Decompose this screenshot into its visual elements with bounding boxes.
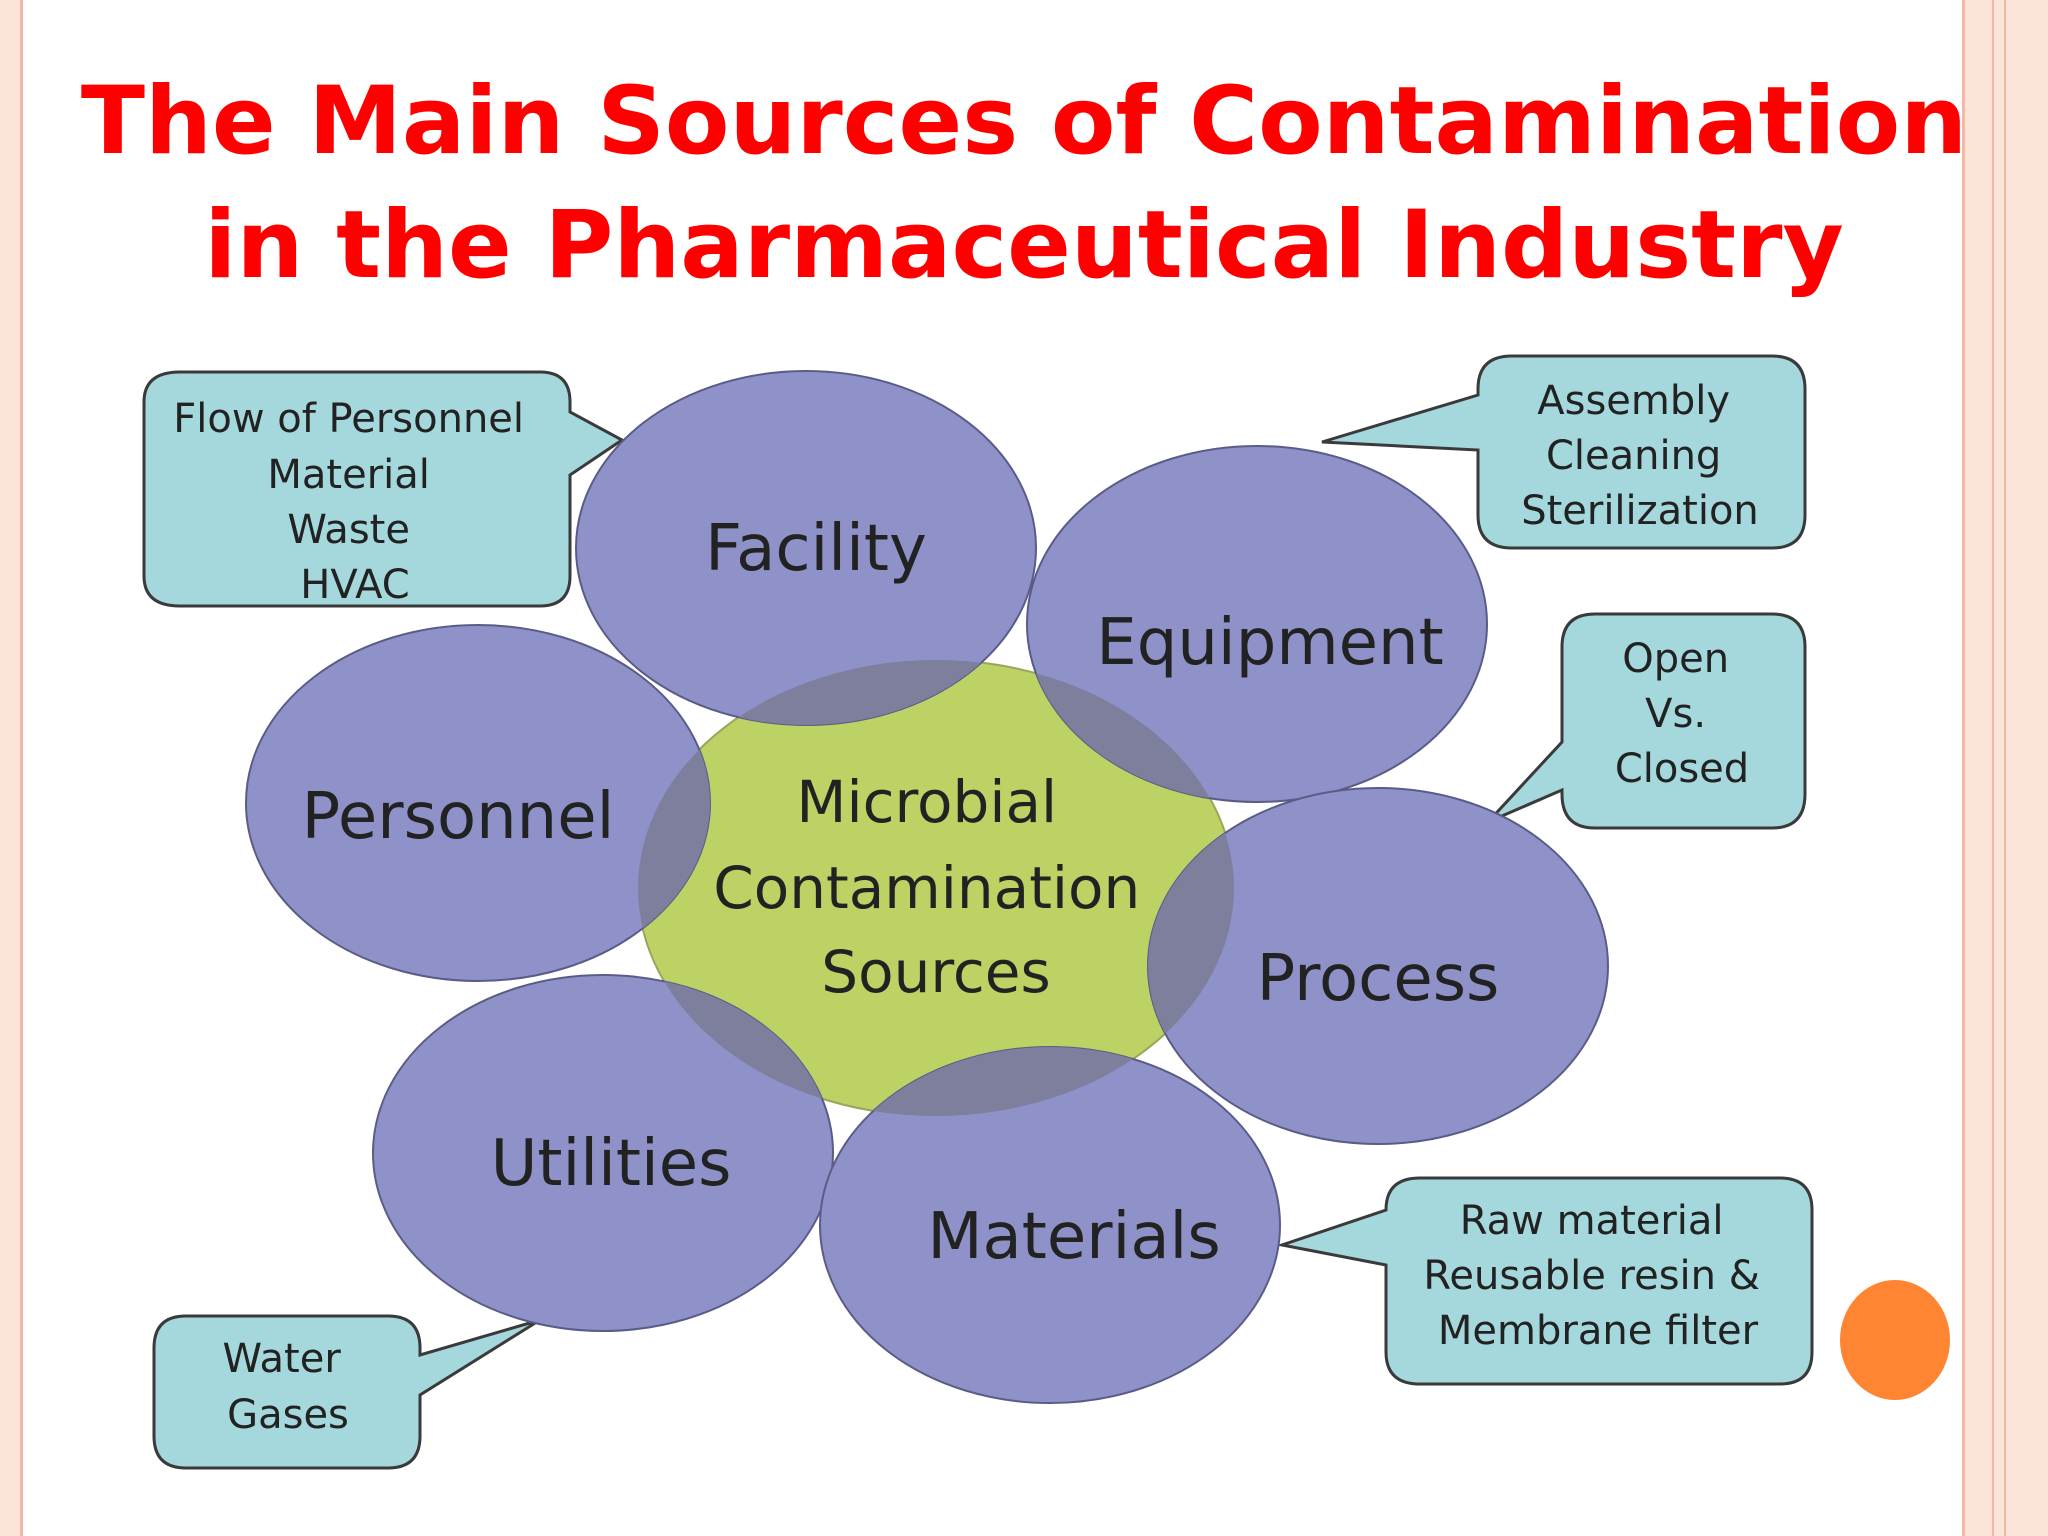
slide-frame-right-line-1 — [1962, 0, 1965, 1536]
callout-facility: Flow of Personnel Material Waste HVAC — [142, 370, 625, 608]
svg-text:Open Vs. Closed: Open Vs. Closed — [1615, 636, 1749, 792]
callout-equipment-line-3: Sterilization — [1521, 488, 1759, 534]
callout-process-line-3: Closed — [1615, 746, 1749, 792]
callout-process-shape — [1486, 612, 1807, 830]
label-materials: Materials — [927, 1200, 1220, 1274]
callout-equipment-line-1: Assembly — [1537, 378, 1730, 424]
slide-title-line-2: in the Pharmaceutical Industry — [204, 191, 1844, 300]
svg-text:Flow of Personnel Materi: Flow of Personnel Material Waste HVAC — [173, 396, 537, 608]
callout-process: Open Vs. Closed — [1486, 612, 1807, 830]
callout-utilities-shape — [152, 1314, 541, 1470]
slide-frame-right-line-3 — [2004, 0, 2006, 1536]
callout-facility-line-4: HVAC — [300, 562, 409, 608]
callout-utilities-line-2: Gases — [227, 1392, 349, 1438]
svg-text:Assembly Cleaning: Assembly Cleaning Sterilization — [1521, 378, 1759, 534]
callout-materials-line-2: Reusable resin & — [1423, 1253, 1760, 1299]
callout-facility-line-3: Waste — [287, 507, 410, 553]
callout-materials: Raw material Reusable resin & Membrane f… — [1276, 1176, 1814, 1386]
callout-materials-shape — [1276, 1176, 1814, 1386]
center-label-line-1: Microbial — [796, 768, 1057, 836]
callout-utilities: Water Gases — [152, 1314, 541, 1470]
label-personnel: Personnel — [302, 780, 615, 854]
svg-text:Water Gases: Water Gases — [223, 1336, 354, 1438]
slide-frame-right-line-2 — [1992, 0, 1994, 1536]
callout-facility-shape — [142, 370, 625, 608]
callout-materials-line-3: Membrane filter — [1438, 1308, 1759, 1354]
slide-frame-left — [0, 0, 23, 1536]
callout-equipment-shape — [1321, 354, 1807, 550]
label-process: Process — [1257, 942, 1500, 1016]
slide-title: The Main Sources of Contamination in the… — [0, 60, 2048, 308]
svg-text:Raw material Reusable re: Raw material Reusable resin & Membrane f… — [1423, 1198, 1772, 1354]
circle-utilities — [372, 974, 834, 1332]
callout-equipment-line-2: Cleaning — [1546, 433, 1721, 479]
accent-dot — [1840, 1280, 1950, 1400]
center-label-line-2: Contamination — [713, 854, 1140, 922]
callout-process-line-1: Open — [1622, 636, 1729, 682]
center-label-line-3: Sources — [821, 938, 1050, 1006]
callout-materials-line-1: Raw material — [1460, 1198, 1724, 1244]
callout-process-line-2: Vs. — [1645, 691, 1706, 737]
label-utilities: Utilities — [491, 1127, 732, 1201]
slide-title-line-1: The Main Sources of Contamination — [80, 67, 1968, 176]
callout-facility-line-2: Material — [267, 452, 430, 498]
circle-equipment — [1026, 445, 1488, 803]
center-label: Microbial Contamination Sources — [713, 768, 1158, 1006]
callout-facility-line-1: Flow of Personnel — [173, 396, 524, 442]
callout-utilities-line-1: Water — [223, 1336, 342, 1382]
label-facility: Facility — [705, 512, 927, 586]
label-equipment: Equipment — [1096, 606, 1443, 680]
callout-equipment: Assembly Cleaning Sterilization — [1321, 354, 1807, 550]
